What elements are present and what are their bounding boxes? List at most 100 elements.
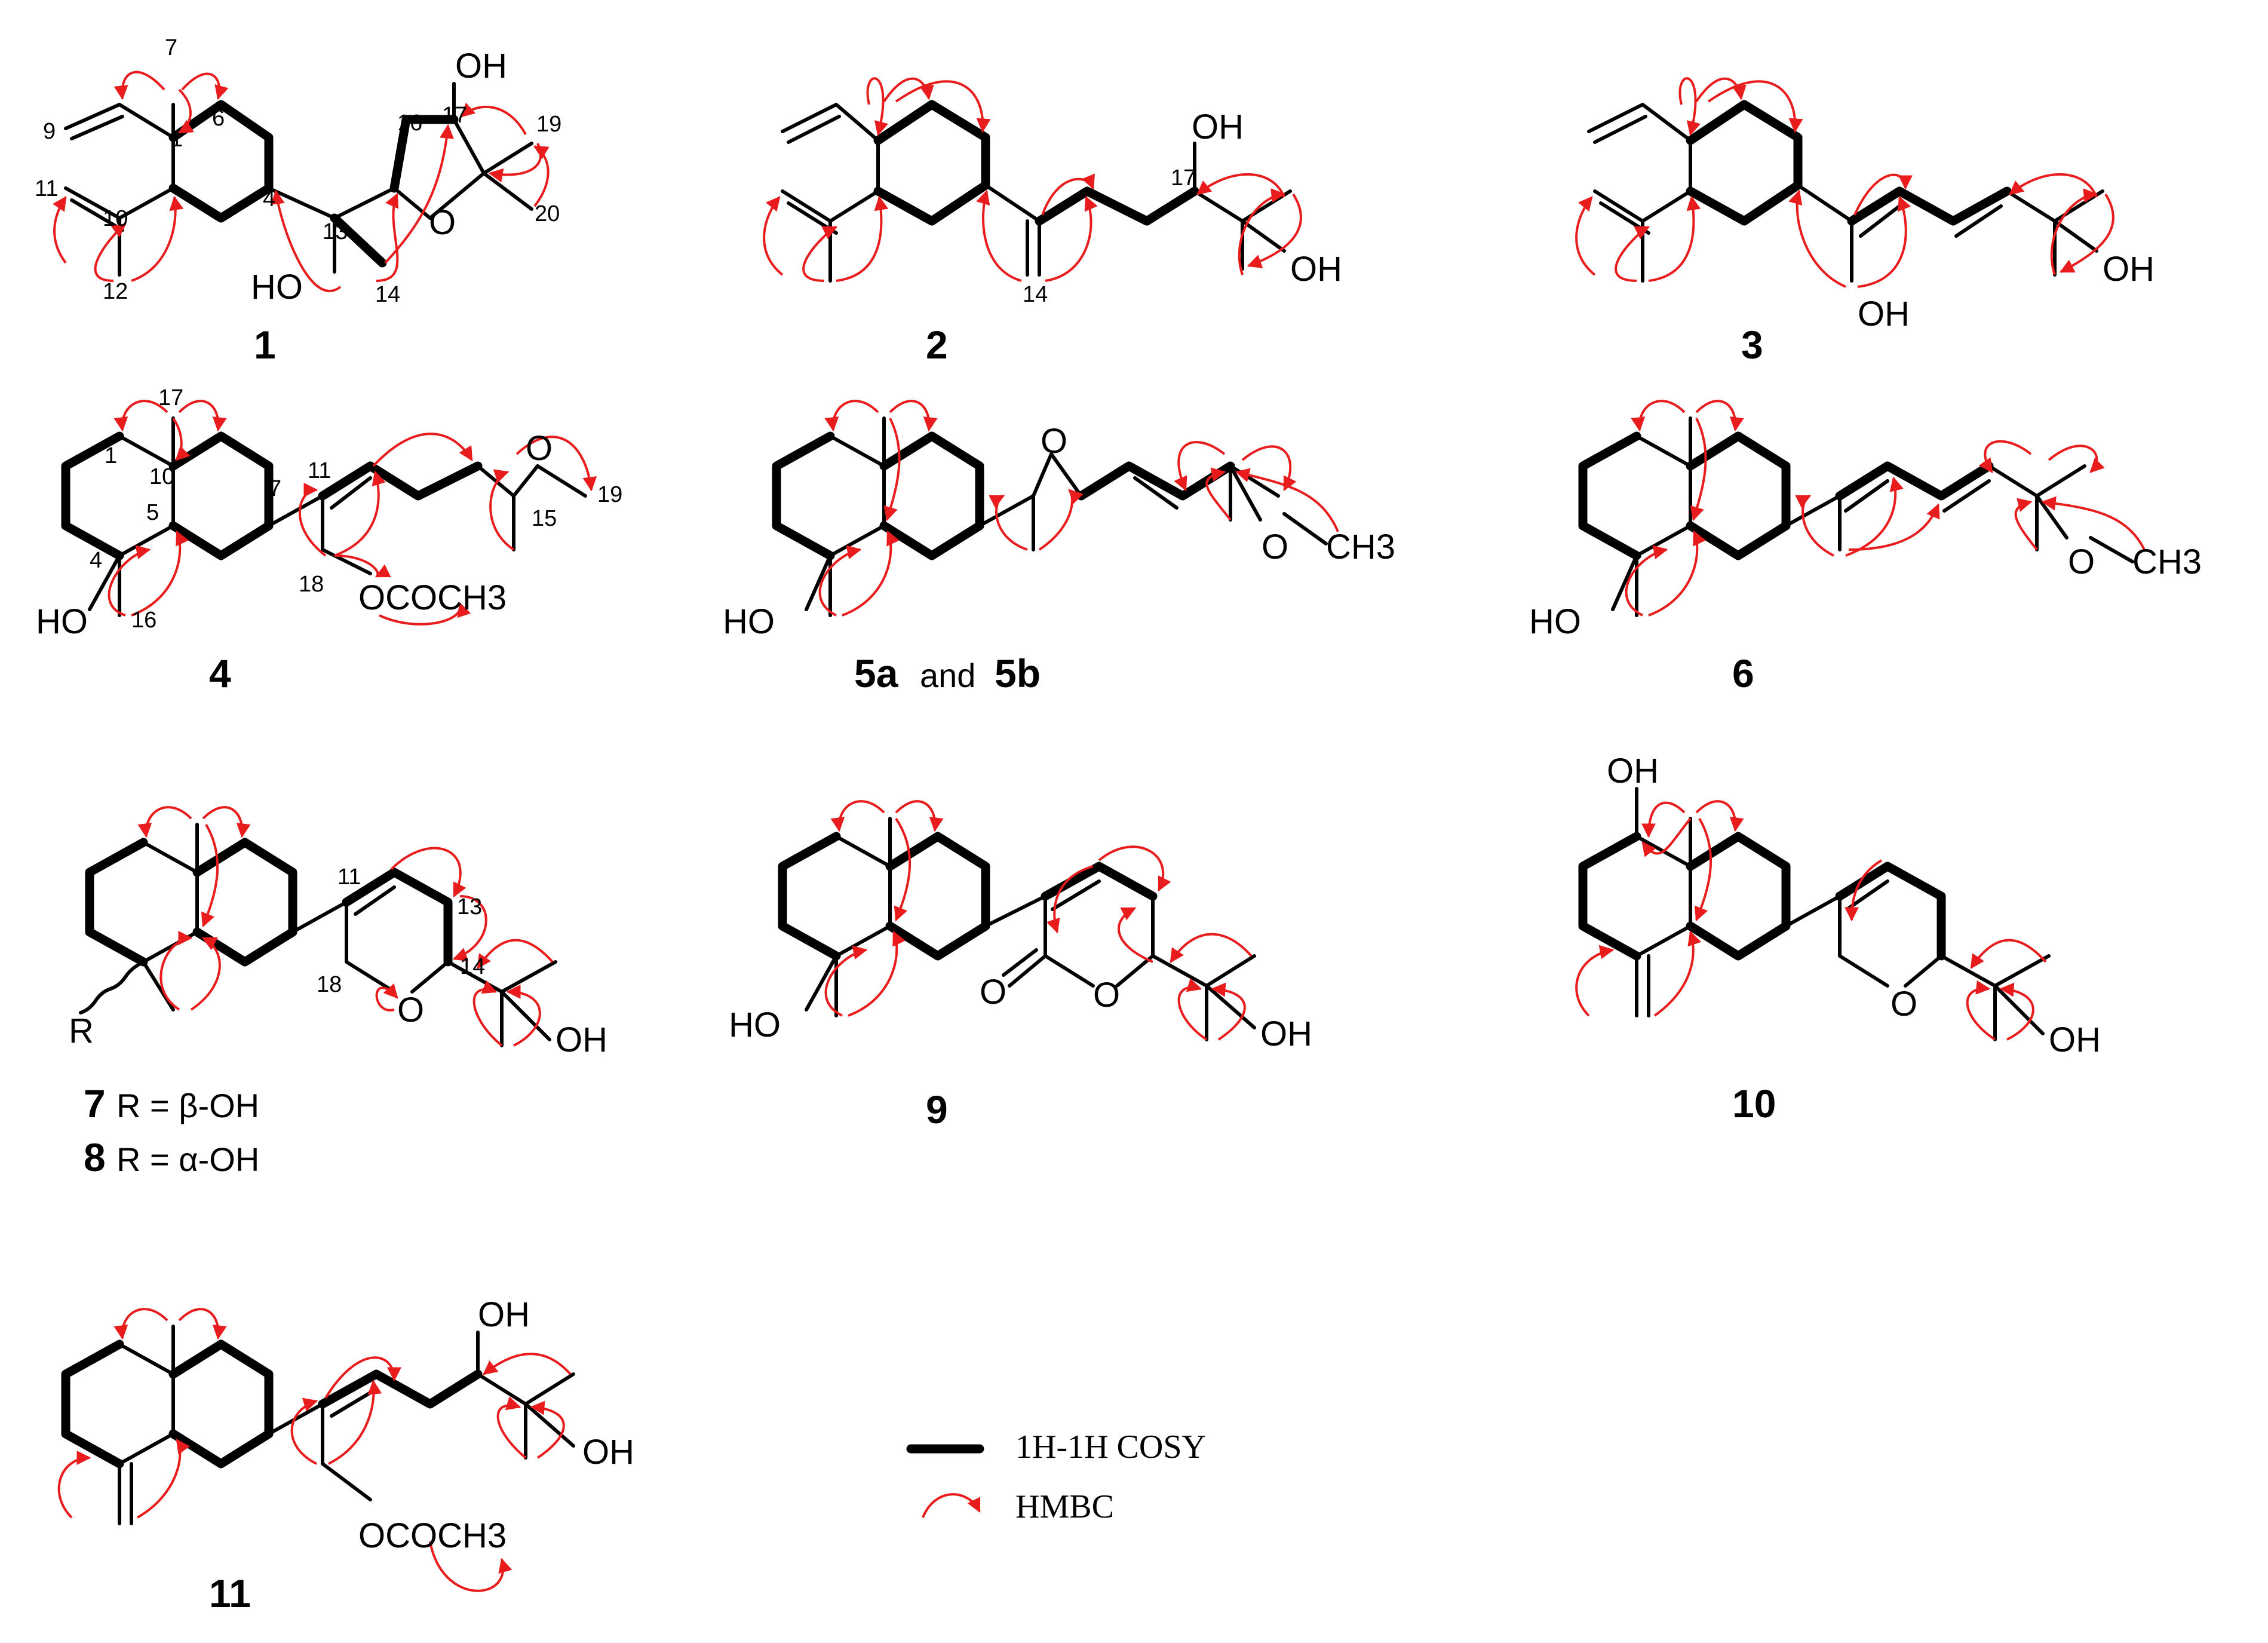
compound-9-bonds	[778, 817, 1256, 1041]
compound-8-r-def: R = α-OH	[116, 1141, 259, 1178]
compound-7-labels: R O OH 11 13 14 18	[69, 865, 607, 1059]
c1-num-11: 11	[35, 176, 58, 201]
compound-1-bonds	[64, 82, 533, 277]
compound-1-labels: 7 6 9 1 11 10 12 4 13 14 16 17 19 20 OH …	[35, 35, 561, 367]
compound-4-id: 4	[209, 651, 231, 695]
c1-num-20: 20	[535, 201, 560, 226]
c1-oh-top: OH	[455, 47, 507, 85]
compound-5-joiner: and	[920, 657, 975, 694]
c4-num-18: 18	[299, 572, 324, 597]
c1-num-12: 12	[103, 279, 128, 304]
compound-5: HO O O CH3 5a and 5b	[723, 400, 1395, 695]
compound-6-labels: HO O CH3 6	[1529, 542, 2202, 695]
compound-2-hmbc-arrows	[763, 77, 1302, 282]
compound-2-labels: OH OH 17 14 2	[926, 108, 1342, 367]
c1-num-7: 7	[165, 35, 177, 60]
c9-oh: OH	[1260, 1014, 1312, 1053]
compound-3-labels: OH OH 3	[1741, 250, 2155, 367]
compound-9-id: 9	[926, 1087, 948, 1132]
c9-o-carbonyl: O	[980, 973, 1006, 1011]
c6-o-ether: O	[2068, 542, 2095, 581]
c2-num-17: 17	[1171, 165, 1196, 191]
c4-num-5: 5	[146, 500, 159, 525]
compound-11-bonds	[61, 1325, 575, 1525]
compound-6-bonds	[1578, 416, 2134, 617]
c1-o-ring: O	[429, 203, 456, 242]
compound-7-id: 7	[84, 1081, 106, 1126]
compound-10-hmbc-arrows	[1575, 800, 2047, 1041]
c9-ho: HO	[729, 1006, 781, 1044]
compound-3-hmbc-arrows	[1575, 77, 2114, 288]
c11-oh-right: OH	[582, 1433, 634, 1472]
legend-cosy-label: 1H-1H COSY	[1015, 1429, 1206, 1466]
c9-o-ring: O	[1093, 976, 1120, 1014]
c2-num-14: 14	[1023, 282, 1048, 307]
compound-2: OH OH 17 14 2	[763, 77, 1342, 367]
c1-ho-bottom: HO	[251, 268, 303, 306]
legend-hmbc-label: HMBC	[1015, 1488, 1114, 1525]
compound-9-hmbc-arrows	[824, 800, 1253, 1041]
compound-6-id: 6	[1732, 651, 1754, 695]
c5-o-ether: O	[1262, 528, 1288, 566]
compound-10: OH O OH 10	[1575, 752, 2101, 1126]
c5-o-epoxide: O	[1041, 422, 1067, 461]
compound-5b-id: 5b	[995, 651, 1041, 695]
c7-num-18: 18	[317, 972, 342, 997]
compound-5-hmbc-arrows	[818, 400, 1339, 617]
c7-oh: OH	[556, 1020, 607, 1059]
compound-9: HO O O OH 9	[729, 800, 1312, 1132]
compound-10-bonds	[1578, 787, 2051, 1041]
compound-3: OH OH 3	[1575, 77, 2155, 367]
c1-num-4: 4	[263, 186, 275, 211]
compound-3-id: 3	[1741, 323, 1763, 367]
c3-oh-bottom: OH	[1858, 295, 1910, 333]
c1-num-9: 9	[43, 119, 56, 144]
c6-ho: HO	[1529, 602, 1581, 641]
c4-num-19: 19	[597, 482, 622, 507]
c5-ch3: CH3	[1326, 528, 1395, 566]
legend: 1H-1H COSY HMBC	[906, 1429, 1206, 1525]
c10-oh: OH	[2049, 1020, 2101, 1059]
compound-6: HO O CH3 6	[1529, 400, 2202, 695]
compound-7-bonds	[79, 823, 557, 1047]
c11-oh-top: OH	[478, 1295, 530, 1334]
c10-oh-top: OH	[1607, 752, 1659, 790]
c1-num-13: 13	[323, 219, 348, 244]
c1-num-10: 10	[103, 206, 128, 231]
compound-9-labels: HO O O OH 9	[729, 973, 1312, 1132]
compound-1-id: 1	[254, 323, 276, 367]
compound-2-id: 2	[926, 323, 948, 367]
compound-1-hmbc-arrows	[53, 70, 550, 293]
compound-7-r-def: R = β-OH	[116, 1087, 259, 1124]
c4-num-7: 7	[269, 476, 281, 501]
compound-11: OH OH OCOCH3 11	[57, 1295, 634, 1616]
c10-o-ring: O	[1890, 985, 1917, 1023]
c7-o-ring: O	[397, 991, 424, 1029]
compound-7-8-caption: 7 R = β-OH 8 R = α-OH	[84, 1081, 259, 1179]
c7-r: R	[69, 1011, 94, 1050]
compound-6-hmbc-arrows	[1625, 400, 2146, 617]
c7-num-13: 13	[457, 894, 482, 919]
c4-ococh3: OCOCH3	[358, 578, 507, 617]
compound-5-labels: HO O O CH3 5a and 5b	[723, 422, 1395, 695]
c1-num-16: 16	[397, 111, 422, 136]
c4-num-16: 16	[131, 608, 156, 633]
c4-ho: HO	[36, 602, 88, 641]
c2-oh-top: OH	[1192, 108, 1244, 146]
compound-11-labels: OH OH OCOCH3 11	[209, 1295, 634, 1616]
c11-ococh3: OCOCH3	[358, 1516, 507, 1555]
compound-5a-id: 5a	[854, 651, 899, 695]
c1-num-1: 1	[170, 127, 183, 152]
c2-oh-right: OH	[1290, 250, 1342, 289]
c6-ch3: CH3	[2132, 542, 2202, 581]
c4-num-1: 1	[105, 443, 117, 468]
compound-3-bonds	[1587, 100, 2104, 283]
legend-hmbc-swatch	[922, 1493, 981, 1518]
compound-11-id: 11	[209, 1571, 251, 1616]
compound-4-bonds	[61, 416, 587, 617]
c1-num-17: 17	[442, 103, 467, 128]
compound-7-hmbc-arrows	[137, 806, 554, 1047]
compound-1: 7 6 9 1 11 10 12 4 13 14 16 17 19 20 OH …	[35, 35, 561, 367]
compound-7-8: R O OH 11 13 14 18 7 R = β-OH 8 R = α-OH	[69, 806, 607, 1179]
